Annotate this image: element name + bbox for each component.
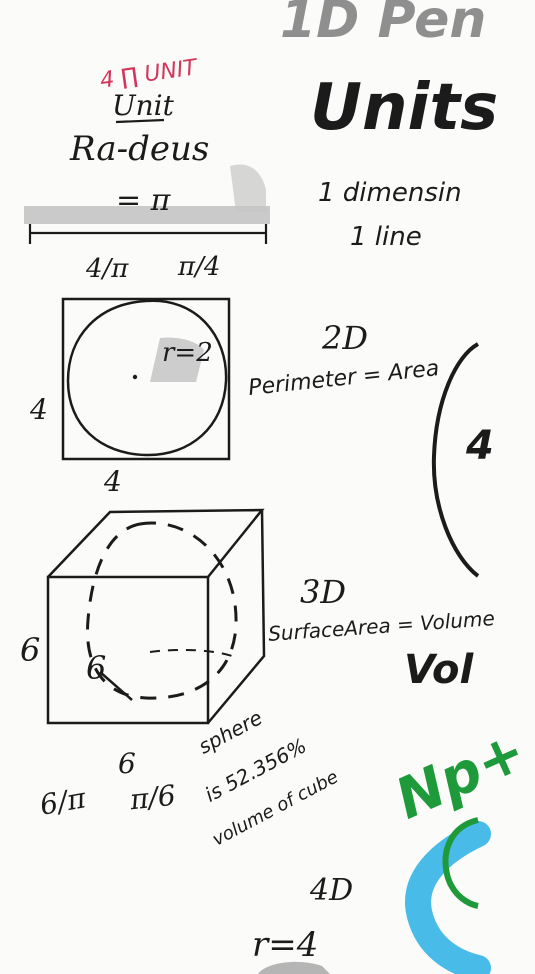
cube-side-bottom: 6 <box>118 747 136 780</box>
cube-inner-label: 6 <box>86 649 107 687</box>
radius-4: r=4 <box>252 925 319 965</box>
side-circle-digit: 4 <box>466 423 494 469</box>
side-circle <box>431 342 480 578</box>
pi-relation: = π <box>116 183 171 218</box>
square-side-bottom: 4 <box>104 465 122 498</box>
cube-right <box>207 509 266 724</box>
line-left-label: 4/π <box>86 254 129 284</box>
sketch-strokes <box>24 118 491 974</box>
label-2d: 2D <box>322 319 369 357</box>
radius-2: r=2 <box>162 338 213 368</box>
label-4d: 4D <box>310 873 354 908</box>
cube-side-left: 6 <box>20 631 41 669</box>
units-heading: Units <box>310 71 499 145</box>
dimension-label: 1 dimensin <box>318 178 462 208</box>
square-side-left: 4 <box>30 393 48 426</box>
label-3d: 3D <box>300 573 347 611</box>
cube-top <box>47 508 265 578</box>
gray-marker-swipe <box>150 337 204 382</box>
line-right-label: π/4 <box>178 252 221 282</box>
volume-fragment: Vol <box>404 647 474 693</box>
inscribed-sphere <box>86 521 238 700</box>
top-heading-fragment: 1D Pen <box>280 0 487 50</box>
gray-marker-bar <box>24 206 270 224</box>
unit-label: Unit <box>112 89 174 122</box>
whiteboard-photo: 1D Pen 4 ∏ UNIT Unit Ra-deus = π 4/π π/4… <box>20 0 535 974</box>
green-marker-arc <box>442 817 479 909</box>
inscribed-circle <box>66 299 228 457</box>
line-label: 1 line <box>350 222 422 252</box>
ratio-right: π/6 <box>128 778 178 817</box>
circle-center-dot <box>132 374 138 380</box>
gray-marker-blob <box>230 164 266 212</box>
square-outline <box>61 297 231 461</box>
cube-front-face <box>46 575 210 725</box>
radius-label: Ra-deus <box>70 129 210 169</box>
ratio-left: 6/π <box>37 781 89 822</box>
